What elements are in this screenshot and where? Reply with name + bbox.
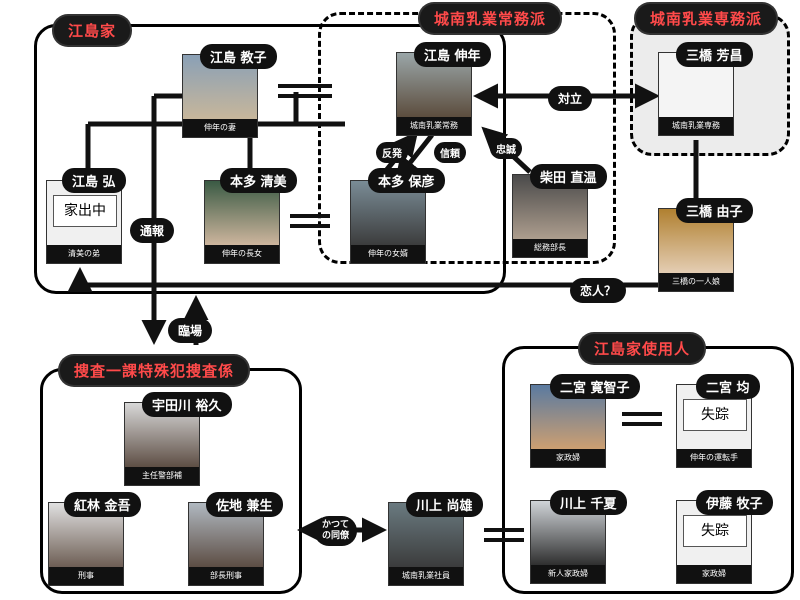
- name-noriko: 江島 教子: [200, 44, 277, 69]
- role-yoshimasa: 城南乳業専務: [659, 117, 733, 135]
- name-hitoshi: 二宮 均: [696, 374, 760, 399]
- line-koibito: [67, 267, 660, 292]
- role-makiko: 家政婦: [677, 565, 751, 583]
- name-kingo: 紅林 金吾: [64, 492, 141, 517]
- name-chika: 川上 千夏: [550, 490, 627, 515]
- name-yasuhiko: 本多 保彦: [368, 168, 445, 193]
- relation-tairitsu: 対立: [548, 86, 593, 111]
- role-michiko: 家政婦: [531, 449, 605, 467]
- name-nobutoshi: 江島 伸年: [414, 42, 491, 67]
- relation-rinjou: 臨場: [168, 318, 213, 343]
- name-kiyomi: 本多 清美: [220, 168, 297, 193]
- name-hirohisa: 宇田川 裕久: [142, 392, 232, 417]
- relation-hanpatsu: 反発: [376, 142, 408, 163]
- name-makiko: 伊藤 牧子: [696, 490, 773, 515]
- group-label-senmu: 城南乳業専務派: [636, 4, 777, 33]
- role-kingo: 刑事: [49, 567, 123, 585]
- role-yuko: 三橋の一人娘: [659, 273, 733, 291]
- role-hiroshi: 清美の弟: [47, 245, 121, 263]
- name-naoo: 川上 尚雄: [406, 492, 483, 517]
- relation-dousou: かつて の同僚: [314, 516, 358, 546]
- group-ejima: [34, 24, 506, 294]
- name-yuko: 三橋 由子: [676, 198, 753, 223]
- group-label-sousa: 捜査一課特殊犯捜査係: [60, 356, 249, 385]
- marriage-ninomiya: [622, 412, 662, 426]
- relation-dousou-line2: の同僚: [322, 531, 350, 541]
- role-chika: 新人家政婦: [531, 565, 605, 583]
- group-label-ejima: 江島家: [54, 16, 131, 45]
- name-kanesei: 佐地 兼生: [206, 492, 283, 517]
- role-naoo: 城南乳業社員: [389, 567, 463, 585]
- role-kanesei: 部長刑事: [189, 567, 263, 585]
- status-hiroshi: 家出中: [53, 195, 117, 227]
- role-yasuhiko: 伸年の女婿: [351, 245, 425, 263]
- group-label-shiyounin: 江島家使用人: [580, 334, 705, 363]
- marriage-kawakami: [484, 528, 524, 542]
- card-yasuhiko: 伸年の女婿: [350, 180, 426, 264]
- relation-chuusei: 忠誠: [490, 138, 522, 159]
- role-nobutoshi: 城南乳業常務: [397, 117, 471, 135]
- role-naoharu: 総務部長: [513, 239, 587, 257]
- role-hitoshi: 伸年の運転手: [677, 449, 751, 467]
- status-hitoshi: 失踪: [683, 399, 747, 431]
- card-kiyomi: 伸年の長女: [204, 180, 280, 264]
- marriage-kiyomi-yasuhiko: [290, 214, 330, 228]
- relation-koibito: 恋人？: [570, 278, 627, 303]
- name-naoharu: 柴田 直温: [530, 164, 607, 189]
- role-noriko: 伸年の妻: [183, 119, 257, 137]
- name-yoshimasa: 三橋 芳昌: [676, 42, 753, 67]
- relation-shinrai: 信頼: [434, 142, 466, 163]
- card-hiroshi: 家出中 清美の弟: [46, 180, 122, 264]
- role-kiyomi: 伸年の長女: [205, 245, 279, 263]
- status-makiko: 失踪: [683, 515, 747, 547]
- role-hirohisa: 主任警部補: [125, 467, 199, 485]
- relation-tsuuhou: 通報: [130, 218, 175, 243]
- relation-dousou-line1: かつて: [322, 520, 350, 530]
- group-label-jomu: 城南乳業常務派: [420, 4, 561, 33]
- marriage-noriko-nobutoshi: [278, 84, 332, 98]
- name-michiko: 二宮 寛智子: [550, 374, 640, 399]
- name-hiroshi: 江島 弘: [62, 168, 126, 193]
